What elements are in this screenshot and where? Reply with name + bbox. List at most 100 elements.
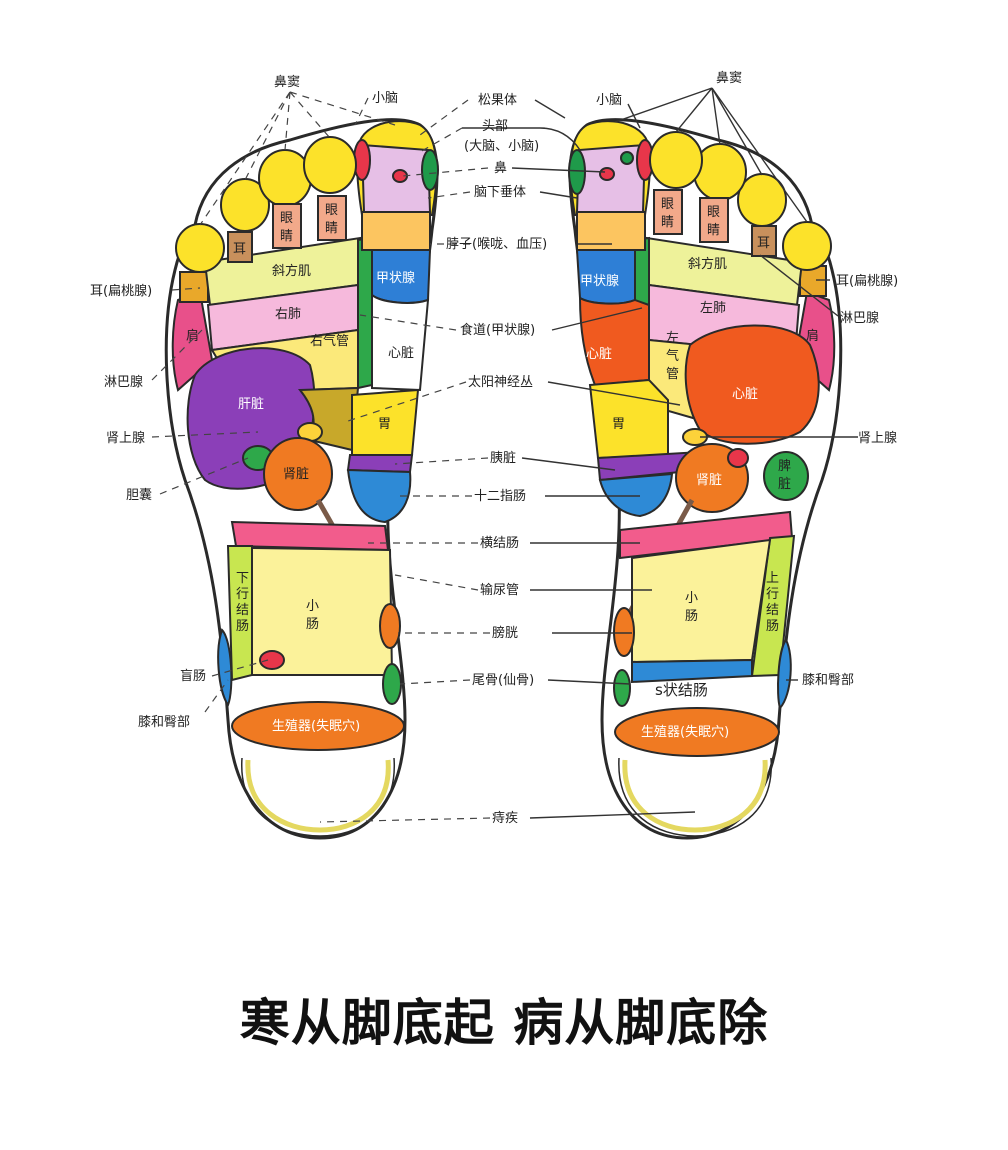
right-small-intestine-text-1: 小 xyxy=(685,591,698,606)
label-hemorrhoid: 痔疾 xyxy=(492,810,518,826)
right-ear-toe-base xyxy=(751,225,777,257)
label-solar-plexus: 太阳神经丛 xyxy=(468,375,533,390)
left-shoulder-text: 肩 xyxy=(186,328,199,344)
right-eye-zone-2 xyxy=(653,189,683,235)
right-eye-2-text-a: 眼 xyxy=(661,197,674,212)
left-duodenum-zone xyxy=(346,468,412,524)
left-lung-text: 左肺 xyxy=(700,301,726,316)
left-ear-toe-base xyxy=(227,231,253,263)
left-eye-zone-2 xyxy=(317,195,347,241)
ascending-colon-text-2: 行 xyxy=(766,587,779,602)
left-coccyx-zone xyxy=(382,663,402,705)
right-genital-zone xyxy=(614,707,780,757)
right-spleen-zone xyxy=(763,451,809,501)
label-bladder: 膀胱 xyxy=(492,625,518,641)
label-pituitary: 脑下垂体 xyxy=(474,185,526,200)
spleen-text-1: 脾 xyxy=(778,459,791,474)
label-ureter: 输尿管 xyxy=(480,582,519,598)
right-small-intestine xyxy=(631,538,772,664)
right-duodenum-zone xyxy=(598,472,674,518)
left-eye-1-text-a: 眼 xyxy=(280,211,293,226)
label-transverse-colon: 横结肠 xyxy=(480,536,519,551)
labels: 鼻窦 小脑 松果体 小脑 鼻窦 头部 (大脑、小脑) 鼻 脑下垂体 脖子(喉咙、… xyxy=(90,70,898,826)
left-eye-2-text-b: 睛 xyxy=(325,221,338,236)
left-stomach-text: 胃 xyxy=(378,417,391,432)
descending-colon-text-4: 肠 xyxy=(236,619,249,634)
slogan-headline: 寒从脚底起 病从脚底除 xyxy=(239,994,769,1052)
label-sinus-right: 鼻窦 xyxy=(716,70,742,86)
label-knee-right: 膝和臀部 xyxy=(802,673,854,688)
right-hemorrhoid-arc xyxy=(622,759,768,833)
right-small-intestine-text-2: 肠 xyxy=(685,609,698,624)
right-shoulder-text: 肩 xyxy=(806,328,819,344)
label-adrenal-left: 肾上腺 xyxy=(106,431,145,446)
left-bladder-zone xyxy=(379,603,401,649)
right-eye-1-text-a: 眼 xyxy=(707,205,720,220)
label-nose: 鼻 xyxy=(494,160,507,176)
right-spleen-accent xyxy=(727,448,749,468)
right-trapezius-text: 斜方肌 xyxy=(688,256,727,272)
label-esophagus: 食道(甲状腺) xyxy=(460,322,535,338)
descending-colon-text-1: 下 xyxy=(236,571,249,586)
right-hemorrhoid-arc-outline xyxy=(618,757,772,837)
right-pituitary-zone xyxy=(599,167,615,181)
descending-colon-text-3: 结 xyxy=(236,603,249,618)
left-foot: 肩 斜方肌 右肺 右气管 肝脏 甲状腺 心脏 胃 xyxy=(164,118,439,840)
left-ear-text: 耳 xyxy=(233,242,246,257)
right-pineal-dot xyxy=(620,151,634,165)
label-pineal: 松果体 xyxy=(478,93,517,108)
right-toe-2 xyxy=(649,131,703,189)
right-bronchus-text: 右气管 xyxy=(310,333,349,349)
left-eye-zone-1 xyxy=(272,203,302,249)
label-lymph-left: 淋巴腺 xyxy=(104,375,143,390)
label-sinus-left: 鼻窦 xyxy=(274,74,300,90)
right-knee-zone xyxy=(777,638,792,710)
left-thyroid-text: 甲状腺 xyxy=(376,271,415,286)
right-eye-zone-1 xyxy=(699,197,729,243)
left-bronchus-text-1: 左 xyxy=(666,331,679,346)
label-cerebellum-left: 小脑 xyxy=(372,91,398,106)
left-toe-3 xyxy=(258,149,312,207)
right-s-colon xyxy=(631,658,753,684)
left-cecum-zone xyxy=(259,650,285,670)
ascending-colon-text-1: 上 xyxy=(766,571,779,586)
left-neck-zone xyxy=(361,211,431,251)
foot-reflexology-diagram: 肩 斜方肌 右肺 右气管 肝脏 甲状腺 心脏 胃 xyxy=(90,70,898,840)
left-small-intestine-text-1: 小 xyxy=(306,599,319,614)
right-small-heart-text: 心脏 xyxy=(586,347,612,362)
right-foot-heart xyxy=(684,324,820,445)
left-small-intestine-text-2: 肠 xyxy=(306,617,319,632)
ascending-colon-text-3: 结 xyxy=(766,603,779,618)
right-heart-text: 心脏 xyxy=(732,387,758,402)
left-knee-zone xyxy=(217,628,233,708)
left-trapezius-text: 斜方肌 xyxy=(272,263,311,279)
left-genital-zone xyxy=(231,701,405,751)
label-neck: 脖子(喉咙、血压) xyxy=(446,236,547,252)
right-thyroid-text: 甲状腺 xyxy=(580,274,619,289)
left-heart-zone xyxy=(371,292,430,392)
left-bronchus-text-3: 管 xyxy=(666,367,679,382)
spleen-text-2: 脏 xyxy=(778,477,791,492)
left-toe-2 xyxy=(303,136,357,194)
left-genital-text: 生殖器(失眠穴) xyxy=(272,718,360,734)
right-coccyx-zone xyxy=(613,669,631,707)
left-toe-5 xyxy=(175,223,225,273)
label-ear-left: 耳(扁桃腺) xyxy=(90,284,152,299)
label-head-1: 头部 xyxy=(482,119,508,134)
right-cerebellum-zone xyxy=(568,149,586,195)
right-bladder-zone xyxy=(613,607,635,657)
right-small-heart-zone xyxy=(578,296,650,387)
left-eye-1-text-b: 睛 xyxy=(280,229,293,244)
label-gallbladder: 胆囊 xyxy=(126,487,152,503)
left-ear-zone xyxy=(179,271,209,303)
right-stomach-text: 胃 xyxy=(612,417,625,432)
label-cecum: 盲肠 xyxy=(180,668,206,684)
right-ear-text: 耳 xyxy=(757,236,770,251)
right-toe-5 xyxy=(782,221,832,271)
label-pancreas: 胰脏 xyxy=(490,451,516,466)
leader-lines xyxy=(151,87,858,823)
label-duodenum: 十二指肠 xyxy=(474,489,526,504)
descending-colon-text-2: 行 xyxy=(236,587,249,602)
left-eye-2-text-a: 眼 xyxy=(325,203,338,218)
